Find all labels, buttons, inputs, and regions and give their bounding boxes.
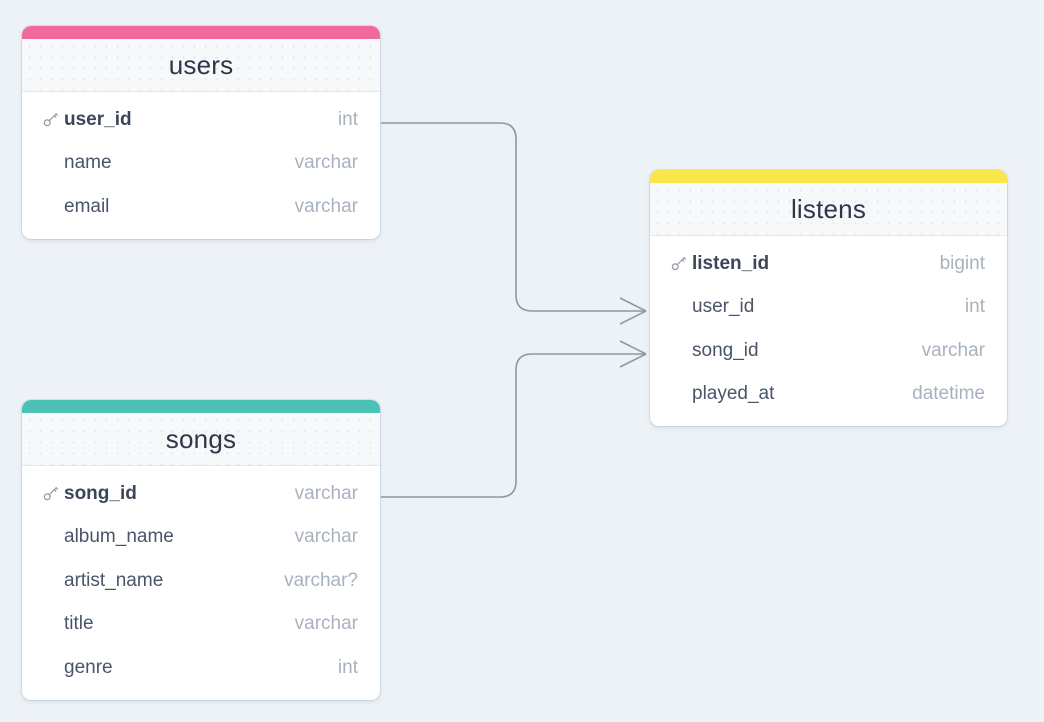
field-row[interactable]: name varchar: [22, 142, 380, 186]
entity-accent-bar: [22, 26, 380, 39]
field-name: artist_name: [64, 569, 164, 591]
entity-field-list: listen_id bigint user_id int song_id varchar p…: [650, 236, 1007, 426]
field-type: int: [337, 656, 358, 678]
field-type: int: [964, 296, 985, 318]
field-type: varchar: [294, 152, 358, 174]
field-row[interactable]: genre int: [22, 646, 380, 690]
field-name: listen_id: [692, 252, 770, 274]
field-row[interactable]: listen_id bigint: [650, 242, 1007, 286]
field-name: song_id: [692, 339, 759, 361]
relationship-line: [381, 353, 646, 498]
field-type: varchar: [921, 339, 985, 361]
field-row[interactable]: song_id varchar: [22, 472, 380, 516]
entity-title: songs: [22, 413, 380, 466]
field-row[interactable]: user_id int: [650, 286, 1007, 330]
field-type: varchar?: [284, 569, 358, 591]
entity-accent-bar: [650, 170, 1007, 183]
field-name: played_at: [692, 383, 775, 405]
field-row[interactable]: album_name varchar: [22, 516, 380, 560]
field-row[interactable]: played_at datetime: [650, 373, 1007, 417]
field-type: int: [337, 108, 358, 130]
field-row[interactable]: email varchar: [22, 185, 380, 229]
entity-card-users[interactable]: users user_id int name varchar email varchar: [22, 26, 380, 239]
field-type: varchar: [294, 482, 358, 504]
entity-title: listens: [650, 183, 1007, 236]
key-icon: [670, 255, 692, 272]
crows-foot-icon: [619, 340, 647, 368]
field-row[interactable]: user_id int: [22, 98, 380, 142]
field-name: genre: [64, 656, 113, 678]
entity-card-listens[interactable]: listens listen_id bigint user_id int song_id v…: [650, 170, 1007, 426]
entity-field-list: user_id int name varchar email varchar: [22, 92, 380, 239]
field-name: user_id: [692, 296, 755, 318]
field-row[interactable]: artist_name varchar?: [22, 559, 380, 603]
field-type: varchar: [294, 526, 358, 548]
field-type: datetime: [912, 383, 985, 405]
relationship-line: [381, 122, 646, 312]
key-icon: [42, 485, 64, 502]
field-name: song_id: [64, 482, 137, 504]
field-name: title: [64, 613, 94, 635]
field-name: album_name: [64, 526, 174, 548]
field-row[interactable]: song_id varchar: [650, 329, 1007, 373]
field-name: name: [64, 152, 112, 174]
relationship-songs-to-listens: [381, 340, 647, 498]
field-type: bigint: [939, 252, 985, 274]
field-row[interactable]: title varchar: [22, 603, 380, 647]
crows-foot-icon: [619, 297, 647, 325]
field-type: varchar: [294, 195, 358, 217]
entity-title: users: [22, 39, 380, 92]
field-name: user_id: [64, 108, 132, 130]
field-type: varchar: [294, 613, 358, 635]
entity-accent-bar: [22, 400, 380, 413]
key-icon: [42, 111, 64, 128]
field-name: email: [64, 195, 110, 217]
relationship-users-to-listens: [381, 122, 647, 325]
